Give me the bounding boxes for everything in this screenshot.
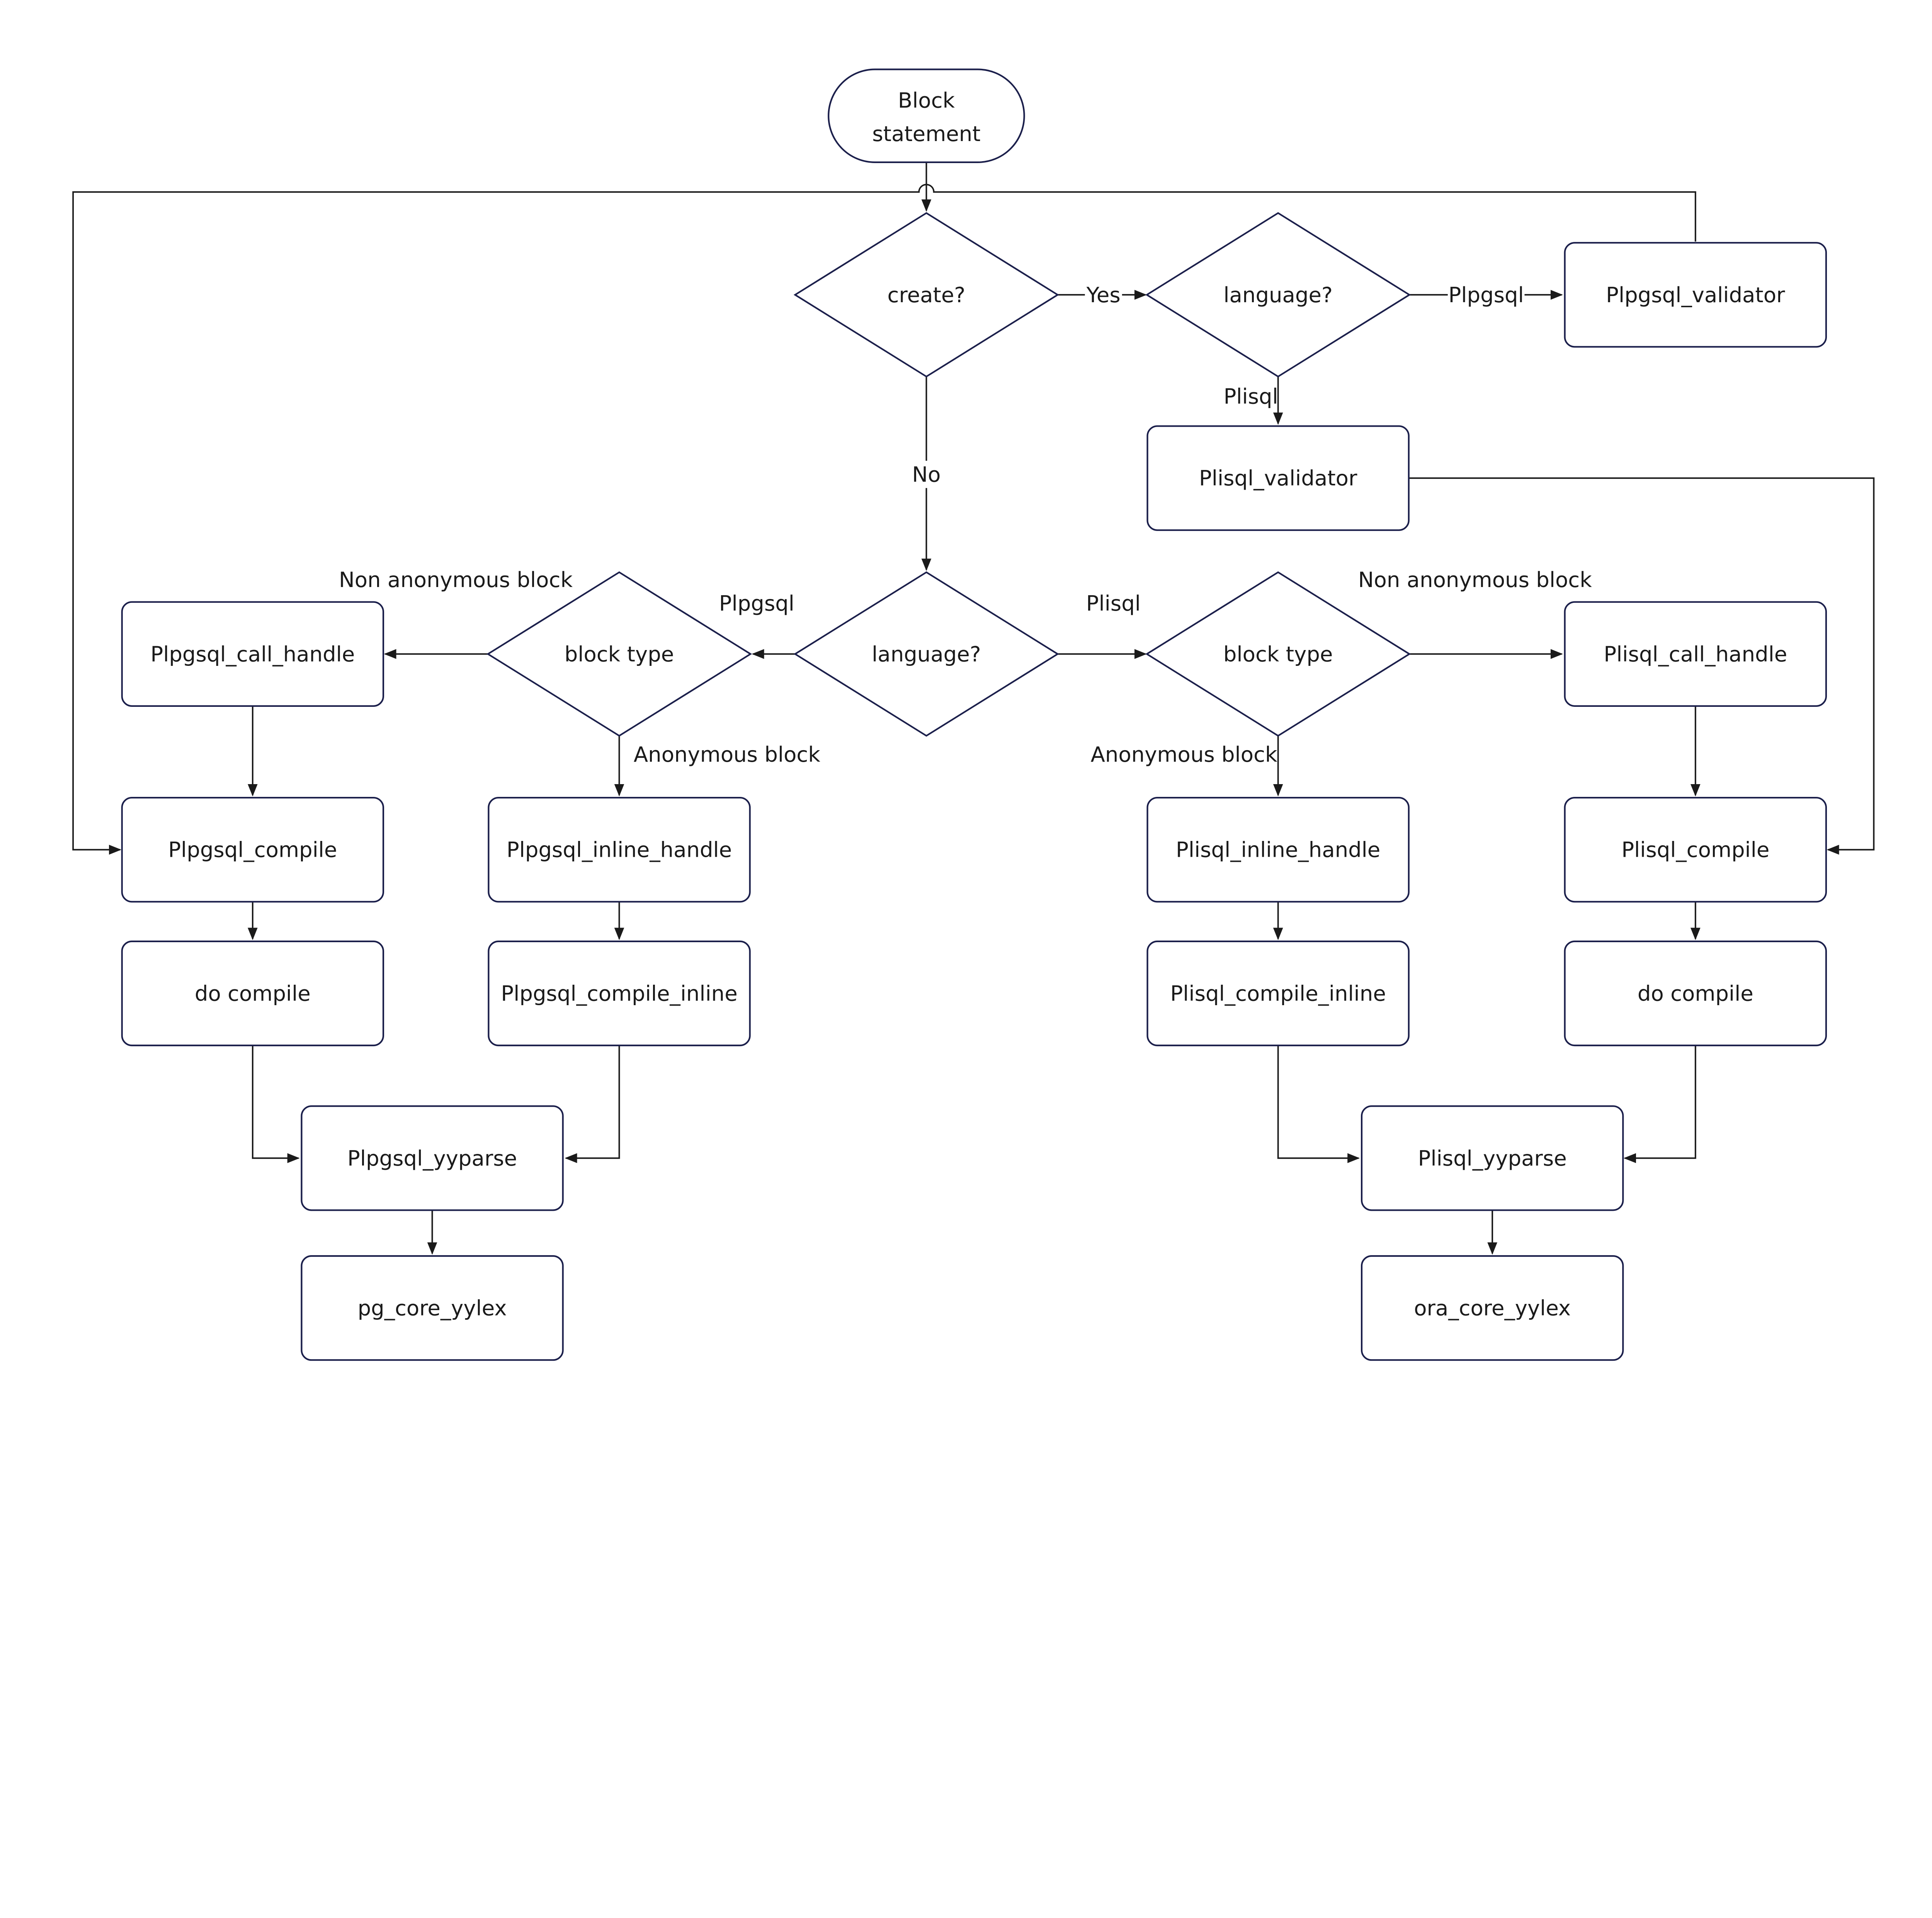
process-plisql-yyparse: Plisql_yyparse [1361, 1105, 1624, 1211]
process-box [1146, 940, 1410, 1047]
process-label: Plpgsql_inline_handle [507, 837, 732, 862]
edge-compile-inline-to-yyparse-left [565, 1045, 620, 1163]
terminal-label-line1: Block [898, 88, 955, 113]
nodes: Block statement create? language? language? b… [121, 68, 1827, 1361]
process-box [1146, 425, 1410, 531]
decision-label: create? [888, 283, 966, 307]
decision-diamond [1145, 212, 1411, 378]
process-plisql-compile: Plisql_compile [1564, 797, 1827, 903]
edge-do-compile-to-yyparse-right [1623, 1045, 1696, 1163]
decision-label: language? [872, 642, 981, 666]
edges [72, 162, 1875, 1255]
process-box [301, 1105, 564, 1211]
process-plpgsql-compile: Plpgsql_compile [121, 797, 384, 903]
start-terminal: Block statement [828, 68, 1025, 163]
decision-label: language? [1223, 283, 1333, 307]
decision-create: create? [793, 212, 1060, 378]
edge-label-yes: Yes [1086, 283, 1121, 307]
process-plpgsql-yyparse: Plpgsql_yyparse [301, 1105, 564, 1211]
process-label: Plisql_yyparse [1418, 1146, 1567, 1171]
process-box [1564, 797, 1827, 903]
process-plpgsql-validator: Plpgsql_validator [1564, 242, 1827, 348]
process-label: Plisql_compile [1621, 837, 1769, 862]
decision-language-mid: language? [793, 571, 1060, 737]
edge-label-no: No [912, 462, 940, 487]
process-label: Plisql_compile_inline [1170, 981, 1386, 1006]
process-box [1361, 1105, 1624, 1211]
label-background [909, 461, 944, 488]
process-box [488, 940, 751, 1047]
terminal-shape [828, 68, 1025, 163]
process-label: pg_core_yylex [358, 1296, 507, 1321]
process-plpgsql-call-handle: Plpgsql_call_handle [121, 601, 384, 707]
process-plisql-inline-handle: Plisql_inline_handle [1146, 797, 1410, 903]
edge-label-mid-plisql: Plisql [1086, 591, 1141, 616]
decision-block-type-left: block type [486, 571, 752, 737]
process-box [1564, 242, 1827, 348]
flowchart: Block statement create? language? language? b… [72, 68, 1875, 1361]
decision-diamond [1145, 571, 1411, 737]
terminal-label-line2: statement [872, 121, 980, 146]
edge-label-top-plisql: Plisql [1224, 384, 1278, 409]
process-plpgsql-compile-inline: Plpgsql_compile_inline [488, 940, 751, 1047]
process-plisql-call-handle: Plisql_call_handle [1564, 601, 1827, 707]
process-box [121, 797, 384, 903]
process-plisql-validator: Plisql_validator [1146, 425, 1410, 531]
process-ora-core-yylex: ora_core_yylex [1361, 1255, 1624, 1361]
edge-label-mid-plpgsql: Plpgsql [719, 591, 794, 616]
edge-compile-inline-to-yyparse-right [1277, 1045, 1360, 1163]
edge-label-left-anonymous: Anonymous block [634, 742, 820, 767]
process-box [1361, 1255, 1624, 1361]
process-label: Plpgsql_validator [1606, 283, 1785, 307]
decision-label: block type [565, 642, 674, 666]
edge-label-right-anonymous: Anonymous block [1091, 742, 1277, 767]
label-background [1085, 281, 1122, 309]
process-plpgsql-inline-handle: Plpgsql_inline_handle [488, 797, 751, 903]
decision-diamond [793, 212, 1060, 378]
edge-label-left-non-anonymous: Non anonymous block [339, 567, 573, 592]
process-label: Plpgsql_compile_inline [501, 981, 737, 1006]
process-box [121, 940, 384, 1047]
process-box [1564, 601, 1827, 707]
process-box [121, 601, 384, 707]
label-background [1447, 281, 1525, 309]
process-label: Plpgsql_call_handle [150, 642, 355, 666]
edge-do-compile-to-yyparse-left [252, 1045, 300, 1163]
decision-diamond [793, 571, 1060, 737]
process-box [488, 797, 751, 903]
decision-diamond [486, 571, 752, 737]
process-box [1146, 797, 1410, 903]
process-box [1564, 940, 1827, 1047]
process-label: Plpgsql_yyparse [347, 1146, 517, 1171]
decision-language-top: language? [1145, 212, 1411, 378]
process-label: do compile [1638, 981, 1753, 1006]
edge-label-top-plpgsql: Plpgsql [1449, 283, 1524, 307]
process-do-compile-left: do compile [121, 940, 384, 1047]
edge-plisql-validator-to-compile [1409, 477, 1875, 855]
decision-label: block type [1223, 642, 1333, 666]
process-plisql-compile-inline: Plisql_compile_inline [1146, 940, 1410, 1047]
process-label: Plisql_call_handle [1604, 642, 1787, 666]
process-do-compile-right: do compile [1564, 940, 1827, 1047]
process-box [301, 1255, 564, 1361]
process-label: do compile [195, 981, 311, 1006]
decision-block-type-right: block type [1145, 571, 1411, 737]
process-label: Plpgsql_compile [168, 837, 337, 862]
process-label: ora_core_yylex [1414, 1296, 1571, 1321]
edge-label-right-non-anonymous: Non anonymous block [1358, 567, 1592, 592]
process-label: Plisql_inline_handle [1176, 837, 1380, 862]
edge-validator-loop-to-plpgsql-compile [72, 184, 1696, 855]
process-pg-core-yylex: pg_core_yylex [301, 1255, 564, 1361]
process-label: Plisql_validator [1199, 466, 1357, 490]
